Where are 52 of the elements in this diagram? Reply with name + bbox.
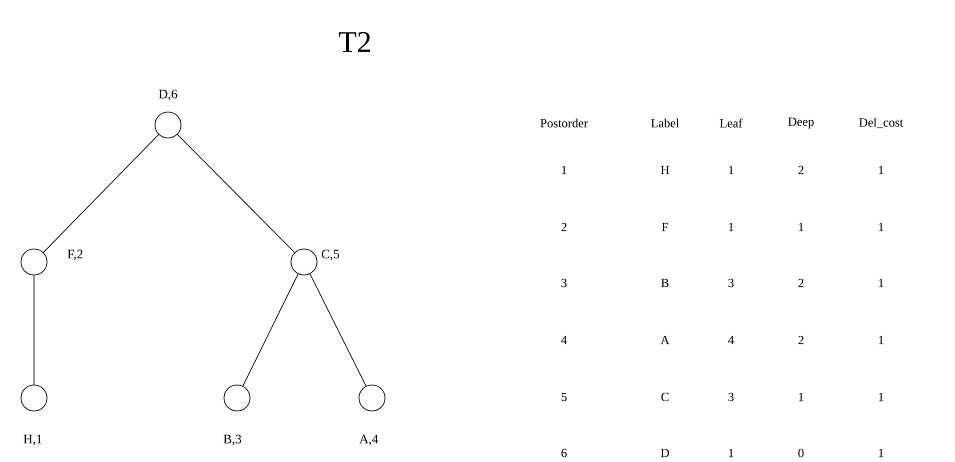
node-label: F,2	[68, 250, 82, 260]
table-cell: 0	[798, 448, 804, 458]
tree-node-circle	[224, 384, 250, 412]
table-cell: F	[662, 222, 668, 232]
table-cell: 1	[798, 392, 804, 402]
table-cell: 6	[561, 448, 567, 458]
table-cell: 4	[728, 336, 734, 344]
node-label: A,4	[359, 434, 378, 446]
table-cell: 2	[798, 166, 804, 174]
tree-edge	[177, 134, 295, 253]
table-cell: 5	[562, 392, 567, 402]
tree-edge	[310, 274, 366, 386]
table-cell: H	[660, 166, 670, 174]
table-cell: 2	[561, 222, 566, 232]
table-cell: B	[661, 278, 669, 288]
tree-edge	[242, 274, 298, 386]
table-cell: C	[661, 392, 668, 402]
tree-node-circle	[20, 248, 48, 276]
title: T2	[338, 32, 370, 52]
table-cell: Postorder	[540, 118, 588, 128]
node-label: C,5	[322, 250, 340, 260]
table-cell: 3	[728, 278, 734, 288]
table-cell: 1	[878, 448, 884, 458]
table-cell: 1	[562, 166, 566, 174]
tree-node-circle	[290, 248, 318, 276]
table-cell: A	[660, 336, 670, 344]
table-cell: 1	[878, 222, 884, 232]
table-cell: 3	[561, 278, 567, 288]
table-cell: 1	[728, 166, 734, 174]
node-label: H,1	[24, 434, 42, 446]
tree-node-circle	[20, 384, 48, 412]
table-cell: Del_cost	[859, 118, 904, 128]
tree-edge	[42, 134, 160, 253]
table-cell: 1	[878, 278, 884, 288]
table-cell: D	[660, 448, 670, 458]
node-label: B,3	[224, 434, 242, 446]
table-cell: Label	[651, 118, 679, 128]
table-cell: 1	[878, 166, 884, 174]
table-cell: 4	[561, 336, 567, 344]
table-cell: 2	[798, 278, 804, 288]
table-cell: 3	[728, 392, 734, 402]
tree-node-circle	[154, 112, 182, 138]
table-cell: 1	[728, 448, 734, 458]
node-label: D,6	[158, 90, 178, 100]
table-cell: 2	[798, 336, 804, 344]
tree-node-circle	[358, 384, 386, 412]
table-cell: Leaf	[720, 118, 742, 128]
table-cell: 1	[728, 222, 734, 232]
table-cell: 1	[798, 222, 804, 232]
table-cell: 1	[878, 336, 884, 344]
table-cell: 1	[878, 392, 884, 402]
table-cell: Deep	[788, 118, 814, 128]
